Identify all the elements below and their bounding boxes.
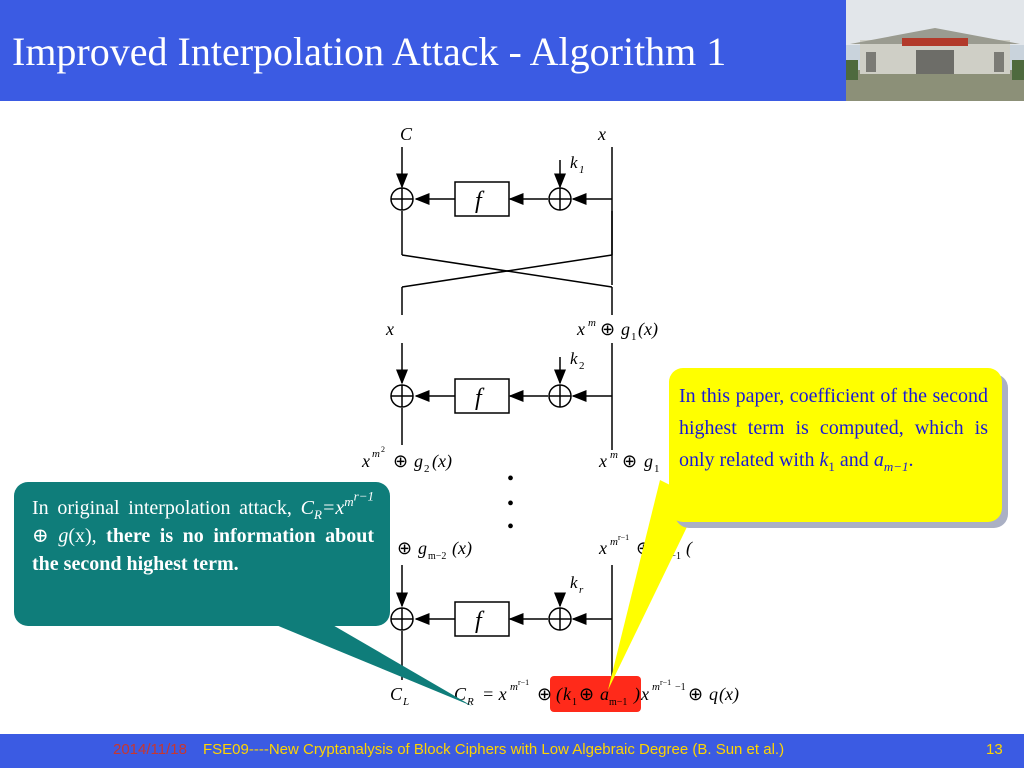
r1-key: k bbox=[570, 153, 578, 172]
svg-text:⊕: ⊕ bbox=[688, 684, 703, 705]
svg-text:(x): (x) bbox=[432, 451, 452, 472]
output-cl: C bbox=[390, 684, 403, 704]
svg-text:x: x bbox=[361, 451, 370, 471]
svg-text:(: ( bbox=[556, 684, 563, 705]
svg-text:⊕: ⊕ bbox=[622, 451, 637, 472]
svg-text:g: g bbox=[644, 451, 653, 471]
svg-text:⊕: ⊕ bbox=[397, 538, 412, 559]
f-box-2 bbox=[454, 378, 510, 414]
svg-text:g: g bbox=[418, 538, 427, 558]
svg-text:q: q bbox=[709, 684, 718, 704]
svg-text:(x): (x) bbox=[719, 684, 739, 705]
svg-text:(: ( bbox=[686, 538, 693, 559]
svg-text:2: 2 bbox=[579, 360, 585, 372]
svg-text:⊕: ⊕ bbox=[579, 684, 594, 705]
ellipsis-dot-1: • bbox=[507, 468, 514, 490]
right-callout-pointer bbox=[608, 480, 700, 690]
svg-text:= x: = x bbox=[482, 684, 507, 704]
svg-text:2: 2 bbox=[424, 463, 430, 475]
slide-title: Improved Interpolation Attack - Algorith… bbox=[12, 29, 727, 74]
ellipsis-dot-3: • bbox=[507, 516, 514, 538]
svg-text:⊕: ⊕ bbox=[600, 319, 615, 340]
f-label-2: f bbox=[475, 385, 485, 411]
footer-text: FSE09----New Cryptanalysis of Block Ciph… bbox=[203, 741, 785, 758]
svg-text:r−1: r−1 bbox=[618, 533, 629, 542]
footer-bar bbox=[0, 734, 1024, 768]
svg-text:⊕: ⊕ bbox=[537, 684, 552, 705]
svg-text:m: m bbox=[372, 448, 380, 460]
f-box-1 bbox=[454, 181, 510, 217]
svg-text:m: m bbox=[610, 536, 618, 548]
svg-text:k: k bbox=[570, 573, 578, 592]
highlight-box bbox=[550, 676, 641, 712]
callout-right: In this paper, coefficient of the second… bbox=[669, 368, 1002, 522]
svg-text:r−1: r−1 bbox=[518, 678, 529, 687]
svg-text:g: g bbox=[621, 319, 630, 339]
page-number: 13 bbox=[986, 741, 1003, 758]
svg-text:(x): (x) bbox=[452, 538, 472, 559]
svg-text:m: m bbox=[652, 681, 660, 693]
f-label-r: f bbox=[475, 608, 485, 634]
svg-text:r−1: r−1 bbox=[667, 551, 681, 562]
svg-text:(x): (x) bbox=[638, 319, 658, 340]
svg-text:r: r bbox=[579, 584, 584, 596]
svg-text:): ) bbox=[633, 684, 640, 705]
building-photo bbox=[846, 0, 1024, 101]
f-box-r bbox=[454, 601, 510, 637]
svg-text:a: a bbox=[600, 684, 609, 704]
svg-text:k: k bbox=[563, 684, 572, 704]
svg-text:x: x bbox=[640, 684, 649, 704]
svg-text:1: 1 bbox=[631, 331, 637, 343]
r1-right-in: x bbox=[597, 124, 606, 144]
svg-text:k: k bbox=[570, 349, 578, 368]
svg-text:g: g bbox=[414, 451, 423, 471]
callout-left: In original interpolation attack, CR=xmr… bbox=[14, 482, 390, 626]
svg-text:−1: −1 bbox=[675, 682, 686, 693]
svg-text:m−1: m−1 bbox=[609, 697, 627, 708]
svg-text:r−1: r−1 bbox=[660, 678, 671, 687]
svg-text:m: m bbox=[510, 681, 518, 693]
svg-text:x: x bbox=[576, 319, 585, 339]
svg-text:m−2: m−2 bbox=[428, 551, 446, 562]
f-label-1: f bbox=[475, 188, 485, 214]
svg-text:m: m bbox=[588, 317, 596, 329]
svg-text:1: 1 bbox=[654, 463, 660, 475]
svg-text:2: 2 bbox=[381, 445, 385, 454]
svg-text:1: 1 bbox=[572, 697, 577, 708]
left-callout-pointer bbox=[230, 606, 472, 706]
ellipsis-dot-2: • bbox=[507, 493, 514, 515]
svg-text:R: R bbox=[466, 696, 474, 708]
svg-text:m: m bbox=[610, 449, 618, 461]
svg-text:L: L bbox=[402, 696, 409, 708]
svg-text:x: x bbox=[598, 538, 607, 558]
r2-left-in: x bbox=[385, 319, 394, 339]
svg-text:x: x bbox=[598, 451, 607, 471]
r1-left-in: C bbox=[400, 124, 413, 144]
r1-key-sub: 1 bbox=[579, 164, 585, 176]
footer-date: 2014/11/18 bbox=[113, 741, 187, 758]
svg-text:⊕: ⊕ bbox=[393, 451, 408, 472]
